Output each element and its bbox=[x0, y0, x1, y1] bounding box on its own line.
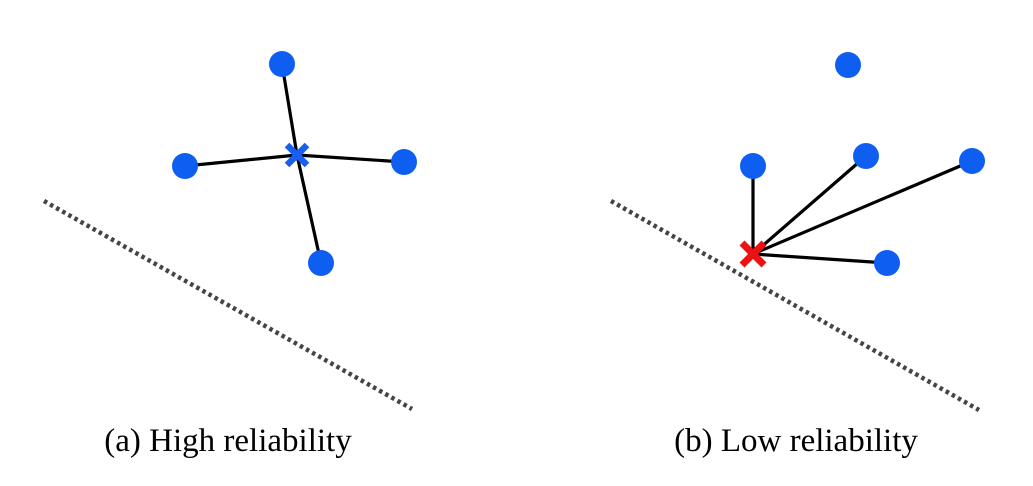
neighbor-point bbox=[853, 143, 879, 169]
panel-high-reliability: (a) High reliability bbox=[42, 51, 417, 459]
blue-x-icon bbox=[284, 142, 310, 168]
neighbor-point bbox=[959, 148, 985, 174]
neighbor-edge bbox=[752, 159, 973, 256]
neighbor-edge bbox=[752, 252, 888, 265]
isolated-point bbox=[835, 52, 861, 78]
decision-boundary bbox=[42, 199, 414, 411]
neighbor-point bbox=[391, 149, 417, 175]
neighbor-point bbox=[172, 153, 198, 179]
neighbor-edge bbox=[184, 153, 298, 168]
decision-boundary bbox=[609, 199, 981, 412]
neighbor-point bbox=[874, 250, 900, 276]
red-x-icon bbox=[739, 240, 767, 268]
panel-low-reliability: (b) Low reliability bbox=[609, 52, 985, 459]
neighbor-point bbox=[740, 153, 766, 179]
caption-low-reliability: (b) Low reliability bbox=[674, 423, 918, 459]
neighbor-point bbox=[269, 51, 295, 77]
neighbor-edge bbox=[751, 154, 868, 256]
neighbor-edge bbox=[296, 153, 405, 164]
neighbor-point bbox=[308, 250, 334, 276]
caption-high-reliability: (a) High reliability bbox=[104, 423, 352, 459]
neighbor-edge bbox=[295, 154, 323, 264]
neighbor-edge bbox=[280, 63, 299, 156]
